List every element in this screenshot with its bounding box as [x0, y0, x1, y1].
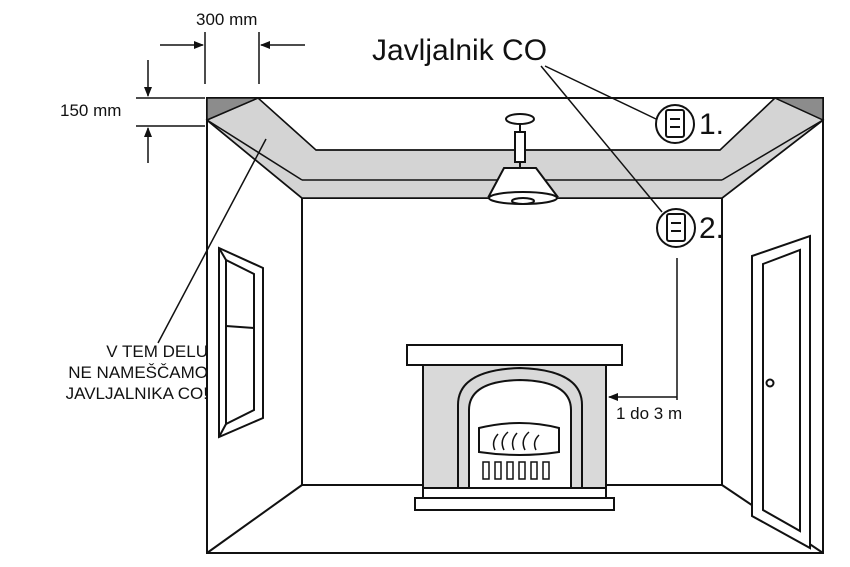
fireplace-logs [482, 461, 550, 480]
warning-leader [157, 138, 267, 344]
co-detector-icon [656, 208, 696, 248]
door-icon [751, 234, 811, 550]
corner-left [206, 97, 259, 122]
dimension-300mm [160, 32, 305, 84]
ceiling-band [205, 97, 825, 199]
dimension-150mm [136, 60, 205, 163]
warning-line-2: NE NAMEŠČAMO [68, 363, 208, 382]
warning-line-1: V TEM DELU [106, 342, 208, 361]
position-2-label: 2. [699, 212, 725, 245]
ceiling-lamp-icon [487, 113, 559, 205]
co-detector-icon [655, 104, 695, 144]
dimension-range [608, 258, 678, 401]
dimension-range-label: 1 do 3 m [616, 404, 683, 423]
title-leaders [540, 65, 663, 213]
corner-right [774, 97, 824, 122]
window-icon [218, 246, 264, 439]
fireplace-icon [406, 344, 623, 511]
position-1-label: 1. [699, 108, 725, 141]
warning-line-3: JAVLJALNIKA CO! [65, 384, 208, 403]
dimension-150mm-label: 150 mm [60, 101, 122, 120]
co-detector-title: Javljalnik CO [372, 34, 548, 67]
warning-text: V TEM DELU NE NAMEŠČAMO JAVLJALNIKA CO! [20, 341, 208, 404]
dimension-300mm-label: 300 mm [196, 10, 258, 29]
fireplace-flames [492, 431, 540, 451]
